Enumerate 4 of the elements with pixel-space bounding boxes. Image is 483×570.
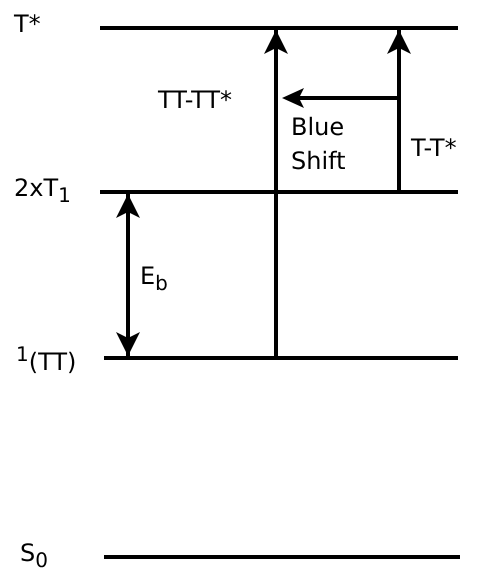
annotation-label: Blue Shift [291, 112, 347, 177]
arrow [116, 194, 140, 356]
arrow [264, 30, 288, 356]
arrow [387, 30, 411, 190]
